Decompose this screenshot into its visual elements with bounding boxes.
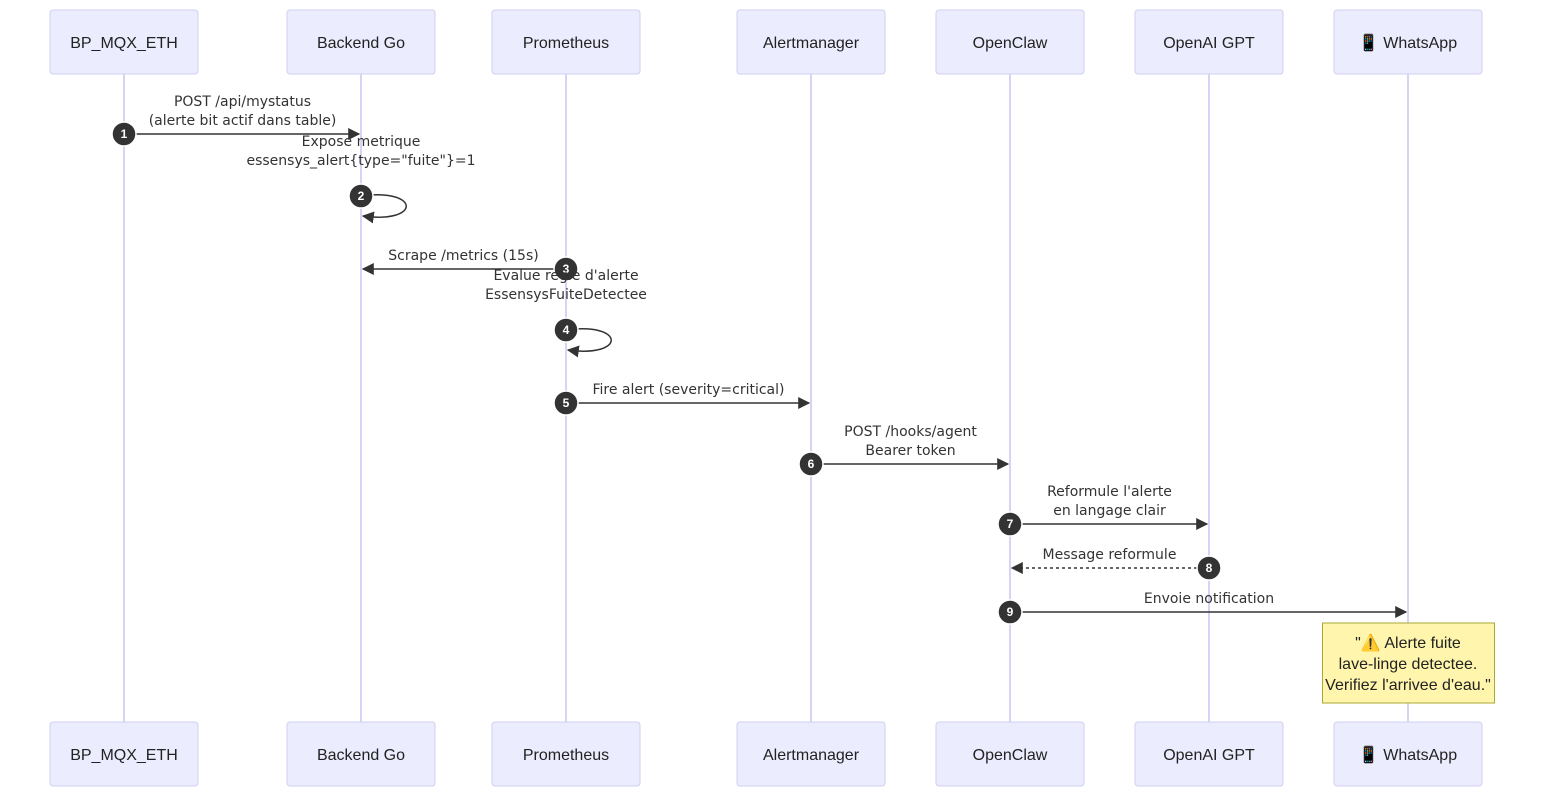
message-5: Fire alert (severity=critical) 5 [553, 382, 811, 416]
message-9: Envoie notification 9 [997, 591, 1408, 625]
actor-box-shape [491, 9, 641, 75]
actor-box-shape [1333, 721, 1483, 787]
actor-label: Backend Go [317, 35, 405, 52]
step-number: 9 [1007, 605, 1014, 619]
actor-box-shape [1134, 9, 1284, 75]
message-label: EssensysFuiteDetectee [485, 287, 647, 303]
step-number-badge [553, 390, 579, 416]
actor-label: OpenClaw [973, 35, 1048, 52]
message-label: Scrape /metrics (15s) [388, 248, 538, 264]
actor-box-shape [935, 9, 1085, 75]
actor-box-shape [49, 721, 199, 787]
step-number-badge [348, 183, 374, 209]
actor-box-backend-top: Backend Go [286, 9, 436, 75]
note-text: "⚠️ Alerte fuite [1355, 633, 1461, 652]
actor-box-shape [1134, 721, 1284, 787]
actor-label: 📱 WhatsApp [1359, 33, 1457, 52]
message-label: essensys_alert{type="fuite"}=1 [246, 153, 475, 169]
step-number-badge [997, 511, 1023, 537]
actor-box-shape [736, 721, 886, 787]
actor-label: OpenClaw [973, 747, 1048, 764]
actor-box-shape [935, 721, 1085, 787]
actor-label: Alertmanager [763, 747, 860, 764]
step-number-badge [553, 256, 579, 282]
step-number: 1 [121, 127, 128, 141]
self-message-arrow [360, 194, 407, 224]
note-text: lave-linge detectee. [1339, 656, 1478, 673]
message-7: Reformule l'alerte en langage clair 7 [997, 484, 1209, 537]
actor-box-shape [286, 721, 436, 787]
actor-label: Backend Go [317, 747, 405, 764]
actor-box-gpt-bottom: OpenAI GPT [1134, 721, 1284, 787]
step-number: 2 [358, 189, 365, 203]
actor-box-bp-bottom: BP_MQX_ETH [49, 721, 199, 787]
step-number: 3 [563, 262, 570, 276]
message-label: POST /api/mystatus [174, 94, 311, 110]
message-label: Reformule l'alerte [1047, 484, 1172, 500]
step-number: 8 [1206, 561, 1213, 575]
step-number: 4 [563, 323, 570, 337]
message-4: Evalue regle d'alerteEssensysFuiteDetect… [485, 268, 647, 358]
message-label: Fire alert (severity=critical) [593, 382, 785, 398]
actor-box-am-top: Alertmanager [736, 9, 886, 75]
message-3: Scrape /metrics (15s) 3 [361, 248, 579, 282]
actor-label: Alertmanager [763, 35, 860, 52]
actor-box-shape [49, 9, 199, 75]
actor-label: BP_MQX_ETH [70, 747, 178, 764]
message-1: POST /api/mystatus (alerte bit actif dans… [111, 94, 361, 147]
actor-box-prom-top: Prometheus [491, 9, 641, 75]
message-label: en langage clair [1053, 503, 1166, 519]
step-number: 7 [1007, 517, 1014, 531]
actor-box-prom-bottom: Prometheus [491, 721, 641, 787]
step-number: 5 [563, 396, 570, 410]
message-2: Expose metrique essensys_alert{type="fuit… [246, 134, 476, 224]
actor-label: BP_MQX_ETH [70, 35, 178, 52]
message-8: Message reformule 8 [1010, 547, 1222, 581]
actor-label: Prometheus [523, 747, 609, 764]
step-number-badge [798, 451, 824, 477]
actor-box-openclaw-top: OpenClaw [935, 9, 1085, 75]
actor-box-whatsapp-top: 📱 WhatsApp [1333, 9, 1483, 75]
actor-box-backend-bottom: Backend Go [286, 721, 436, 787]
self-message-arrow [565, 328, 612, 358]
note-text: Verifiez l'arrivee d'eau." [1325, 677, 1491, 694]
step-number-badge [1196, 555, 1222, 581]
actor-box-shape [491, 721, 641, 787]
note-over-whatsapp: "⚠️ Alerte fuite lave-linge detectee. Veri… [1322, 622, 1495, 704]
message-label: Expose metrique [302, 134, 421, 150]
actor-label: OpenAI GPT [1163, 747, 1255, 764]
actor-box-shape [286, 9, 436, 75]
actor-box-openclaw-bottom: OpenClaw [935, 721, 1085, 787]
actor-box-whatsapp-bottom: 📱 WhatsApp [1333, 721, 1483, 787]
note-box [1322, 622, 1495, 704]
step-number: 6 [808, 457, 815, 471]
message-label: POST /hooks/agent [844, 424, 977, 440]
actor-box-shape [1333, 9, 1483, 75]
message-label: Message reformule [1043, 547, 1177, 563]
actor-label: 📱 WhatsApp [1359, 745, 1457, 764]
actor-label: OpenAI GPT [1163, 35, 1255, 52]
actor-box-bp-top: BP_MQX_ETH [49, 9, 199, 75]
message-label: (alerte bit actif dans table) [149, 113, 337, 129]
message-label: Bearer token [865, 443, 955, 459]
actor-box-gpt-top: OpenAI GPT [1134, 9, 1284, 75]
step-number-badge [997, 599, 1023, 625]
message-label: Evalue regle d'alerte [493, 268, 638, 284]
actor-label: Prometheus [523, 35, 609, 52]
actor-box-am-bottom: Alertmanager [736, 721, 886, 787]
message-label: Envoie notification [1144, 591, 1274, 607]
step-number-badge [111, 121, 137, 147]
step-number-badge [553, 317, 579, 343]
actor-box-shape [736, 9, 886, 75]
